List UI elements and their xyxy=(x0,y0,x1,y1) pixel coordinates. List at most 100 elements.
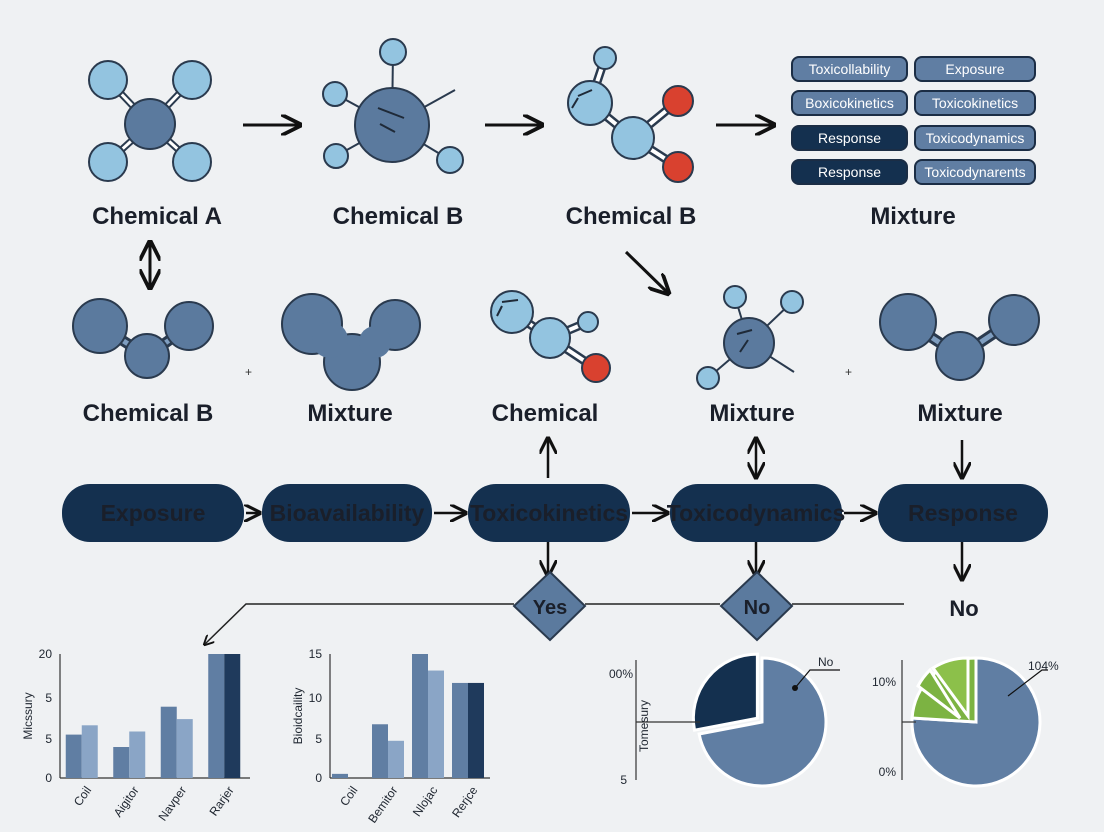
x-tick-label: Bemitor xyxy=(365,784,400,826)
y-tick-label: 0 xyxy=(315,771,322,785)
bar xyxy=(176,719,193,778)
y-tick-label: 10 xyxy=(309,691,323,705)
x-tick-label: Navper xyxy=(156,784,190,824)
bar xyxy=(160,706,177,778)
bar xyxy=(372,724,388,778)
pipeline-step-label: Toxicokinetics xyxy=(470,500,628,526)
molecule-chemical-row2 xyxy=(490,290,611,383)
x-tick-label: Nlojac xyxy=(410,784,441,819)
tag-chip: Exposure xyxy=(914,56,1036,82)
pie1-bottom-tick: 5 xyxy=(620,773,627,787)
bar xyxy=(129,731,146,778)
pie-chart: 10% 0% 104% xyxy=(872,656,1059,788)
pie2-annotation: 104% xyxy=(1028,659,1059,673)
pie1-top-tick: 00% xyxy=(609,667,633,681)
bar xyxy=(113,747,130,778)
tag-chip: Response xyxy=(791,125,908,151)
bar xyxy=(452,682,468,778)
pipeline-step[interactable]: Response xyxy=(878,484,1048,542)
decision-no-2-label: No xyxy=(949,596,978,621)
tag-chip: Toxicokinetics xyxy=(914,90,1036,116)
separator-dot: + xyxy=(245,365,252,379)
pipeline-step[interactable]: Bioavailability xyxy=(262,484,432,542)
bar xyxy=(208,654,225,778)
pipeline-step[interactable]: Toxicodynamics xyxy=(667,484,846,542)
tag-label: Toxicodynamics xyxy=(926,130,1025,146)
y-tick-label: 20 xyxy=(39,647,53,661)
label-row2-chemical-b: Chemical B xyxy=(83,400,214,427)
pie1-callout-line xyxy=(794,669,840,689)
y-tick-label: 5 xyxy=(45,732,52,746)
tag-chip: Response xyxy=(791,159,908,185)
pie1-y-label: Tomesury xyxy=(637,700,651,752)
pipeline-step-label: Exposure xyxy=(101,500,206,526)
pie-slice xyxy=(691,652,759,732)
label-row2-mixture-3: Mixture xyxy=(917,400,1002,427)
decision-yes[interactable]: Yes xyxy=(512,570,587,642)
pipeline-step-label: Toxicodynamics xyxy=(667,500,846,526)
y-tick-label: 15 xyxy=(309,647,323,661)
decision-no[interactable]: No xyxy=(719,570,794,642)
molecule-chemical-b-2 xyxy=(567,46,694,183)
pie-chart: 00% 5 Tomesury No xyxy=(609,652,840,788)
pie2-callout-line xyxy=(1007,669,1048,697)
tag-chip: Boxicokinetics xyxy=(791,90,908,116)
decision-no-label: No xyxy=(744,597,771,619)
tag-label: Response xyxy=(818,164,881,180)
pie2-bottom-tick: 0% xyxy=(879,765,897,779)
tag-label: Toxicollability xyxy=(809,61,891,77)
bar xyxy=(65,734,82,778)
x-tick-label: Rerjce xyxy=(449,783,481,820)
tag-chip: Toxicodynamics xyxy=(914,125,1036,151)
pie1-annotation: No xyxy=(818,655,834,669)
label-chemical-b-2: Chemical B xyxy=(566,203,697,230)
tag-label: Toxicokinetics xyxy=(932,95,1018,111)
pipeline-step[interactable]: Exposure xyxy=(62,484,244,542)
pipeline-step-label: Response xyxy=(908,500,1018,526)
pie2-green-slice-b xyxy=(916,667,962,720)
label-chemical-a: Chemical A xyxy=(92,203,222,230)
pipeline-step[interactable]: Toxicokinetics xyxy=(468,484,630,542)
molecule-mixture-row2-c xyxy=(879,293,1040,381)
bar xyxy=(428,670,444,778)
molecule-mixture-row2-a xyxy=(281,293,421,391)
label-mixture: Mixture xyxy=(870,203,955,230)
x-tick-label: Coil xyxy=(337,784,360,809)
pie2-top-tick: 10% xyxy=(872,675,896,689)
bar xyxy=(332,773,348,778)
x-tick-label: Aigitor xyxy=(111,784,142,820)
y-tick-label: 5 xyxy=(315,732,322,746)
label-row2-mixture-2: Mixture xyxy=(709,400,794,427)
y-axis-label: Micssury xyxy=(21,692,35,739)
x-tick-label: Coil xyxy=(71,784,94,809)
molecule-chemical-b-row2 xyxy=(72,298,214,379)
pie1-callout-dot xyxy=(792,685,798,691)
y-axis-label: Bioidcaility xyxy=(291,688,305,745)
label-chemical-b: Chemical B xyxy=(333,203,464,230)
pipeline: Exposure Bioavailability Toxicokinetics Tox… xyxy=(62,484,1048,542)
pipeline-step-label: Bioavailability xyxy=(270,500,425,526)
arrow-diagonal xyxy=(624,250,667,292)
tag-label: Exposure xyxy=(945,61,1004,77)
decision-yes-label: Yes xyxy=(533,597,567,619)
bar xyxy=(468,682,484,778)
x-tick-label: Rarjer xyxy=(206,784,236,819)
label-row2-mixture-1: Mixture xyxy=(307,400,392,427)
molecule-chemical-a xyxy=(88,60,212,182)
tag-label: Response xyxy=(818,130,881,146)
separator-dot-2: + xyxy=(845,365,852,379)
molecule-chemical-b xyxy=(322,38,464,174)
feedback-line-left xyxy=(205,603,514,644)
tag-chip: Toxicollability xyxy=(791,56,908,82)
bar xyxy=(81,725,98,778)
y-tick-label: 5 xyxy=(45,691,52,705)
label-row2-chemical: Chemical xyxy=(492,400,599,427)
tag-chip: Toxicodynarents xyxy=(914,159,1036,185)
tag-label: Boxicokinetics xyxy=(805,95,894,111)
bar xyxy=(412,654,428,778)
pie2-green-slice-a xyxy=(930,656,970,721)
